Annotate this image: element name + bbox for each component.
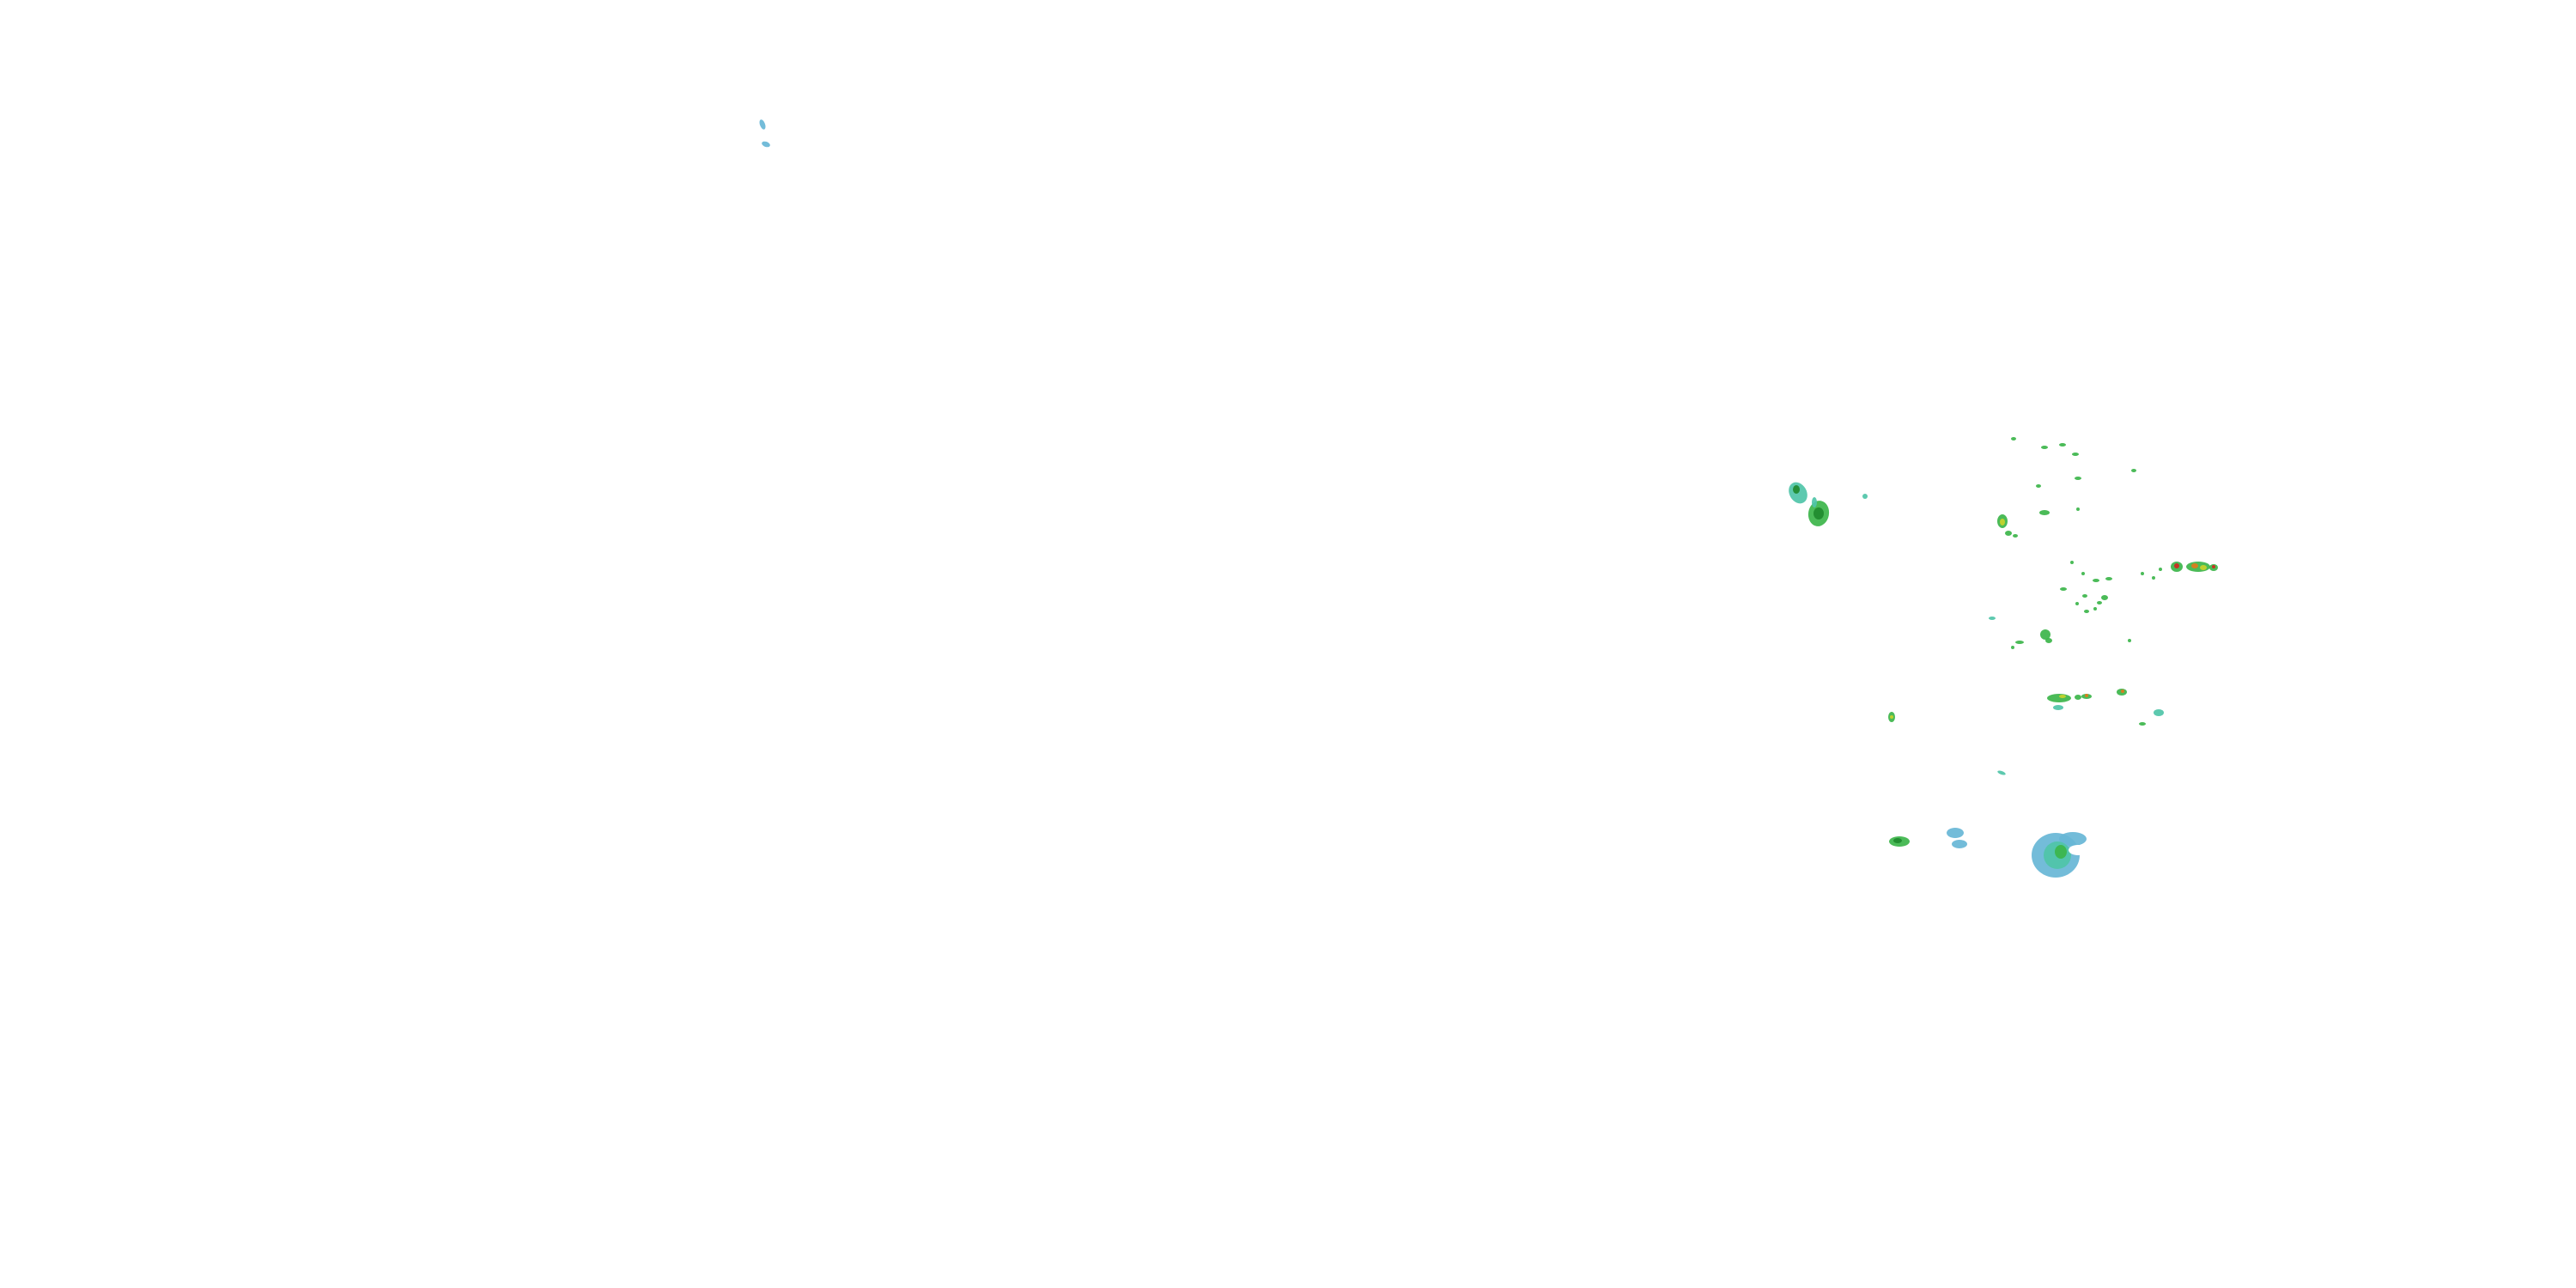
echo-cell <box>2005 531 2012 536</box>
echo-cell <box>2128 639 2131 642</box>
echo-cell <box>2013 534 2018 538</box>
echo-core <box>2200 565 2207 570</box>
echo-cell <box>2011 437 2016 440</box>
echo-cell <box>2076 507 2080 511</box>
echo-cell <box>2075 477 2081 480</box>
echo-cell <box>2070 561 2074 564</box>
echo-cell <box>2047 694 2071 702</box>
echo-core <box>2212 565 2215 568</box>
echo-core <box>2059 695 2066 698</box>
echo-core <box>1893 838 1902 843</box>
echo-cell <box>2036 484 2041 488</box>
precipitation-echo-layer <box>759 119 2218 878</box>
echo-cell <box>2040 629 2050 640</box>
echo-cell <box>2075 695 2081 700</box>
echo-cell <box>2152 576 2155 580</box>
echo-cell <box>2093 607 2097 611</box>
echo-cell <box>2059 443 2066 447</box>
echo-cell <box>2053 705 2063 710</box>
echo-cell <box>1989 617 1996 620</box>
echo-cell <box>759 119 766 130</box>
echo-cell <box>2105 577 2112 580</box>
echo-cell <box>2154 709 2164 716</box>
echo-cell <box>2075 602 2079 605</box>
echo-core <box>2121 690 2124 693</box>
echo-core <box>1814 507 1824 519</box>
echo-cell <box>1952 840 1967 848</box>
echo-cell <box>2082 594 2087 598</box>
echo-cell <box>2045 638 2052 643</box>
echo-cell <box>2141 572 2144 575</box>
echo-cell <box>2097 601 2102 605</box>
echo-core <box>2191 563 2198 568</box>
echo-cell <box>2084 610 2089 613</box>
echo-cell <box>1997 770 2006 775</box>
echo-core <box>2174 563 2179 568</box>
echo-core <box>2000 519 2005 526</box>
echo-cell <box>2101 595 2108 600</box>
echo-cell <box>2011 646 2014 649</box>
echo-cell <box>2039 510 2050 515</box>
echo-cell <box>2015 641 2024 644</box>
echo-cell <box>2072 453 2079 456</box>
echo-cell <box>762 141 770 148</box>
echo-cell <box>2139 722 2146 726</box>
echo-cell <box>1947 828 1964 838</box>
echo-cell <box>2081 572 2085 575</box>
echo-cell <box>2131 469 2136 472</box>
echo-cell <box>2041 446 2048 449</box>
echo-core <box>1793 485 1800 494</box>
echo-cell <box>1862 494 1868 499</box>
echo-core <box>1890 715 1893 719</box>
echo-gap <box>2069 845 2087 855</box>
echo-core <box>2085 694 2088 697</box>
echo-cell <box>2159 568 2162 571</box>
echo-core <box>2055 845 2067 859</box>
echo-cell <box>2093 579 2099 582</box>
echo-cell <box>1812 497 1817 507</box>
echo-cell <box>2186 562 2210 572</box>
echo-cell <box>2060 587 2067 591</box>
echo-cell <box>2059 832 2087 846</box>
